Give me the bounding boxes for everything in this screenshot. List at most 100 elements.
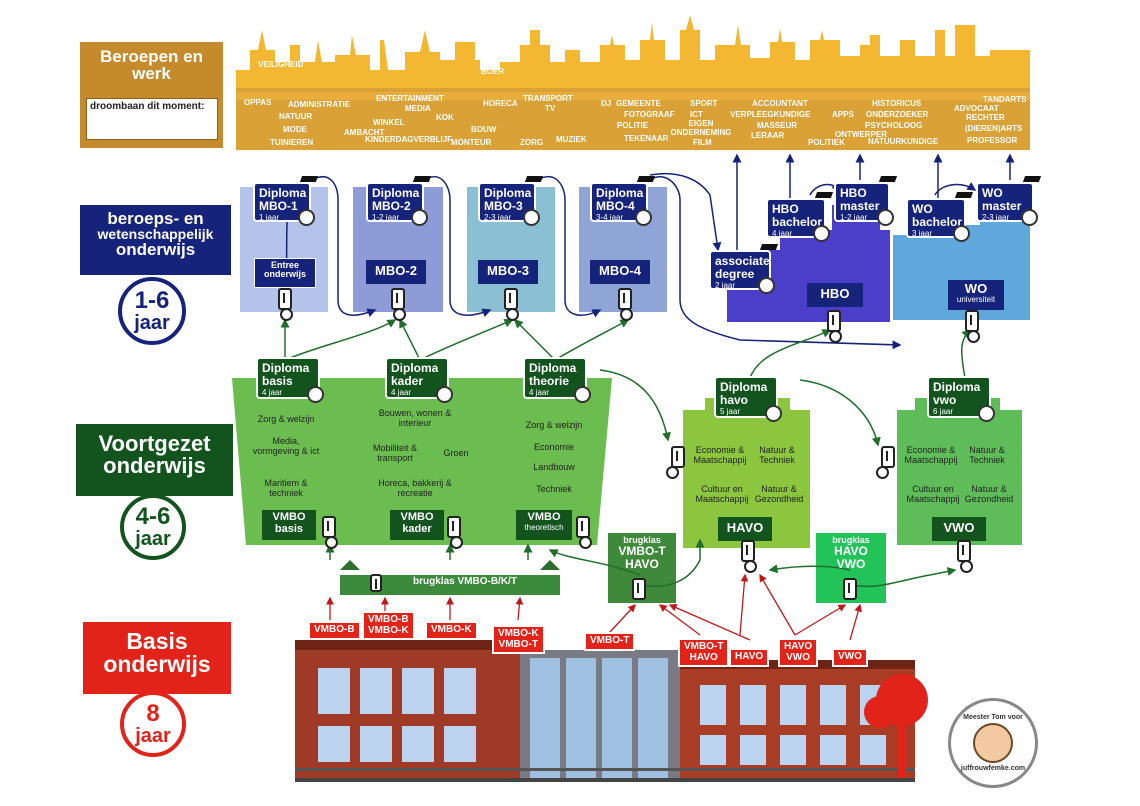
job-label: BOUW <box>471 125 497 134</box>
seal-icon <box>813 225 830 242</box>
school-mbo-2: MBO-2 <box>366 260 426 284</box>
badge-top-text: Meester Tom voor <box>963 714 1023 721</box>
tag-line: VMBO-K <box>498 628 539 639</box>
profile-havo: Cultuur en Maatschappij <box>695 484 749 505</box>
diploma-title: Diploma basis <box>262 361 310 388</box>
entry-dot-icon <box>506 308 519 321</box>
school-label: VWO <box>943 520 975 535</box>
advice-tag: VMBO-B <box>308 621 361 640</box>
tag-line: VMBO-K <box>431 624 472 635</box>
diploma-title: HBO bachelor <box>772 202 823 229</box>
job-label: ADMINISTRATIE <box>288 100 351 109</box>
job-label: WINKEL <box>373 118 405 127</box>
profile-vwo: Natuur & Gezondheid <box>964 484 1014 505</box>
brug-line: VWO <box>836 557 866 572</box>
profile-havo: Natuur & Techniek <box>759 445 795 466</box>
subject-theorie: Economie <box>533 442 575 452</box>
brug-line: VMBO-T <box>618 544 666 559</box>
job-label: MONTEUR <box>451 138 492 147</box>
school-label: WO universiteit <box>948 282 1004 304</box>
entry-dot-icon <box>450 536 463 549</box>
diploma-duration: 4 jaar <box>772 229 793 239</box>
job-label: ICT <box>690 110 703 119</box>
diploma-duration: 2 jaar <box>715 281 736 291</box>
job-label: AMBACHT <box>344 128 385 137</box>
diploma-title: Diploma theorie <box>529 361 577 388</box>
diploma-hbo-master: HBO master 1-2 jaar <box>834 176 898 226</box>
job-label: HORECA <box>483 99 518 108</box>
years-word: jaar <box>135 528 171 550</box>
careers-title: Beroepen en werk <box>100 47 203 83</box>
job-label: NATUUR <box>279 112 313 121</box>
school-name: VMBO <box>527 511 561 523</box>
subject-basis: Maritiem & techniek <box>264 478 308 499</box>
job-label: MEDIA <box>405 104 431 113</box>
diploma-kader: Diploma kader 4 jaar <box>385 357 453 403</box>
graduation-cap-icon <box>759 244 779 250</box>
title-line: onderwijs <box>103 651 211 677</box>
graduation-cap-icon <box>412 176 432 182</box>
school-label: VMBO basis <box>272 511 306 535</box>
job-label: FILM <box>693 138 712 147</box>
tag-line: HAVO <box>689 651 718 663</box>
diploma-title: Diploma havo <box>720 380 768 407</box>
graduation-cap-icon <box>878 176 898 182</box>
school-mbo-3: MBO-3 <box>478 260 538 284</box>
job-label: MUZIEK <box>556 135 587 144</box>
job-label: GEMEENTE <box>616 99 661 108</box>
diploma-duration: 1 jaar <box>259 213 280 223</box>
profile-vwo: Cultuur en Maatschappij <box>906 484 960 505</box>
door-icon <box>278 288 292 310</box>
seal-icon <box>978 405 995 422</box>
job-label: POLITIE <box>617 121 649 130</box>
subject-theorie: Zorg & welzijn <box>525 420 583 430</box>
tag-line: VMBO-B <box>314 624 355 635</box>
door-icon <box>957 540 971 562</box>
primary-education-title: Basis onderwijs <box>83 630 231 676</box>
secondary-education-panel <box>76 424 233 496</box>
door-icon <box>827 310 841 332</box>
higher-years-badge: 1-6 jaar <box>118 277 186 345</box>
door-icon <box>843 578 857 600</box>
avatar-icon <box>973 723 1013 763</box>
job-label: POLITIEK <box>808 138 845 147</box>
job-label: KINDERDAGVERBLIJF <box>365 135 453 144</box>
door-icon <box>632 578 646 600</box>
diploma-duration: 4 jaar <box>391 388 412 398</box>
secondary-years-badge: 4-6 jaar <box>120 494 186 560</box>
school-label: HAVO <box>726 520 764 535</box>
school-label: MBO-2 <box>375 263 417 278</box>
title-line: onderwijs <box>103 453 206 478</box>
higher-education-panel <box>80 205 231 275</box>
profile-vwo: Economie & Maatschappij <box>904 445 958 466</box>
job-label: VEILIGHEID <box>258 60 304 69</box>
advice-tag: VMBO-K <box>425 621 478 640</box>
job-label: ADVOCAAT <box>954 104 999 113</box>
graduation-cap-icon <box>954 192 974 198</box>
title-line: wetenschappelijk <box>97 226 214 242</box>
seal-icon <box>436 386 453 403</box>
job-label: PSYCHOLOOG <box>865 121 923 130</box>
job-label: EIGEN ONDERNEMING <box>670 119 732 137</box>
job-label: TRANSPORT <box>523 94 573 103</box>
school-entree: Entree onderwijs <box>254 258 316 288</box>
brug-line: HAVO <box>625 557 659 572</box>
door-icon <box>671 446 685 468</box>
advice-tag: VMBO-B VMBO-K <box>362 611 415 640</box>
entry-dot-icon <box>829 330 842 343</box>
diploma-title: Diploma kader <box>391 361 439 388</box>
dream-job-box[interactable]: droombaan dit moment: <box>86 98 218 140</box>
brug-line: HAVO <box>834 544 868 559</box>
door-icon <box>504 288 518 310</box>
seal-icon <box>877 209 894 226</box>
school-vmbo-basis: VMBO basis <box>262 510 316 540</box>
job-label: TANDARTS <box>983 95 1027 104</box>
tag-line: VMBO-T <box>498 638 538 650</box>
diploma-duration: 1-2 jaar <box>372 213 400 223</box>
diploma-title: Diploma vwo <box>933 380 981 407</box>
diploma-title: HBO master <box>840 186 880 213</box>
school-mbo-4: MBO-4 <box>590 260 650 284</box>
profile-havo: Natuur & Gezondheid <box>754 484 804 505</box>
profile-havo: Economie & Maatschappij <box>693 445 747 466</box>
primary-years-badge: 8 jaar <box>120 691 186 757</box>
